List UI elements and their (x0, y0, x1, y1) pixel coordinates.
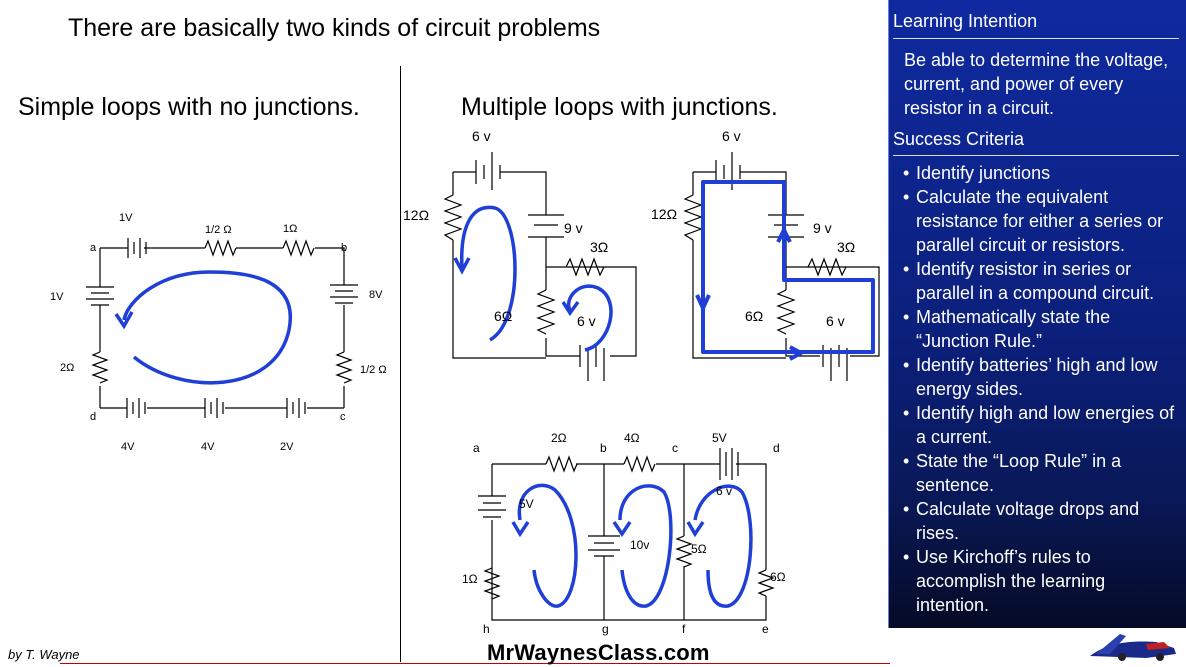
node-e: e (762, 622, 769, 636)
label-battery-cd: 5V (712, 431, 727, 445)
label-left-battery: 1V (50, 291, 64, 303)
loop-arrow (114, 270, 293, 385)
left-heading: Simple loops with no junctions. (18, 93, 360, 121)
learning-intention-title: Learning Intention (893, 11, 1038, 31)
criteria-item: Calculate voltage drops and rises. (901, 497, 1179, 545)
label-top-resistor-1: 1/2 Ω (205, 224, 232, 236)
node-b: b (341, 242, 347, 254)
node-g: g (602, 622, 609, 636)
label-battery-left: 5V (519, 497, 534, 511)
label-bottom-battery-1: 4V (121, 441, 135, 453)
learning-sidebar: Learning Intention Be able to determine … (888, 0, 1186, 628)
node-h: h (483, 622, 490, 636)
right-heading: Multiple loops with junctions. (461, 93, 778, 121)
slide-title: There are basically two kinds of circuit… (68, 14, 601, 42)
success-criteria-title: Success Criteria (893, 129, 1025, 149)
criteria-item: Identify junctions (901, 161, 1179, 185)
node-c: c (672, 441, 678, 455)
label-top-resistor-2: 1Ω (283, 223, 297, 235)
label-right-resistor: 3Ω (590, 239, 608, 255)
criteria-item: Mathematically state the “Junction Rule.… (901, 305, 1179, 353)
label-bottom-battery: 6 v (826, 313, 845, 329)
label-right-resistor: 1/2 Ω (360, 364, 387, 376)
rocket-car-icon (1090, 634, 1176, 661)
learning-intention-text: Be able to determine the voltage, curren… (904, 50, 1169, 118)
node-d: d (90, 411, 96, 423)
label-right-battery: 8V (369, 289, 383, 301)
label-mid-battery: 9 v (564, 220, 583, 236)
label-r-left: 1Ω (462, 572, 478, 586)
criteria-item: State the “Loop Rule” in a sentence. (901, 449, 1179, 497)
label-top-battery: 1V (119, 212, 133, 224)
node-a: a (90, 242, 97, 254)
author-credit: by T. Wayne (8, 647, 80, 662)
criteria-item: Identify high and low energies of a curr… (901, 401, 1179, 449)
sidebar-rule (893, 38, 1179, 39)
label-battery-cd-inner: 6 v (716, 484, 732, 498)
label-battery-mid: 10v (630, 538, 649, 552)
column-divider (400, 66, 401, 662)
success-criteria-list: Identify junctions Calculate the equival… (901, 161, 1179, 617)
criteria-item: Identify batteries’ high and low energy … (901, 353, 1179, 401)
label-top-battery: 6 v (722, 128, 741, 144)
label-r-right: 6Ω (770, 570, 786, 584)
label-left-resistor: 12Ω (403, 207, 429, 223)
node-d: d (773, 441, 780, 455)
label-mid-resistor: 6Ω (745, 308, 763, 324)
node-b: b (600, 441, 607, 455)
label-bottom-battery-3: 2V (280, 441, 294, 453)
label-left-resistor: 2Ω (60, 362, 74, 374)
sidebar-rule (893, 155, 1179, 156)
label-top-battery: 6 v (472, 128, 491, 144)
label-bottom-battery-2: 4V (201, 441, 215, 453)
label-r-mid: 5Ω (691, 542, 707, 556)
footer-rule (60, 663, 890, 664)
label-r-ab: 2Ω (551, 431, 567, 445)
label-r-bc: 4Ω (624, 431, 640, 445)
label-right-resistor: 3Ω (837, 239, 855, 255)
label-left-resistor: 12Ω (651, 206, 677, 222)
node-a: a (473, 441, 480, 455)
website-link[interactable]: MrWaynesClass.com (487, 640, 710, 665)
label-mid-battery: 9 v (813, 220, 832, 236)
label-mid-resistor: 6Ω (494, 308, 512, 324)
node-c: c (340, 411, 346, 423)
label-bottom-battery: 6 v (577, 313, 596, 329)
criteria-item: Identify resistor in series or parallel … (901, 257, 1179, 305)
node-f: f (682, 622, 686, 636)
criteria-item: Calculate the equivalent resistance for … (901, 185, 1179, 257)
criteria-item: Use Kirchoff’s rules to accomplish the l… (901, 545, 1179, 617)
